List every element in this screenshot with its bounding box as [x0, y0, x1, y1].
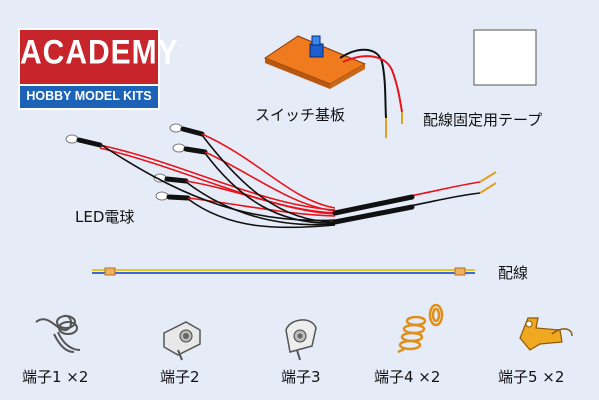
wire-label: 配線: [498, 264, 529, 282]
switch-board-label: スイッチ基板: [255, 106, 346, 124]
wire-illustration: [92, 267, 475, 276]
terminal3-label: 端子3: [281, 368, 321, 386]
terminal3-illustration: [285, 319, 317, 361]
terminal1-illustration: [35, 314, 81, 353]
terminal4-label: 端子4 ×2: [374, 368, 441, 386]
logo-subtitle: HOBBY MODEL KITS: [26, 89, 152, 103]
academy-logo: ACADEMY HOBBY MODEL KITS: [18, 28, 179, 110]
terminal2-label: 端子2: [160, 368, 200, 386]
led-label: LED電球: [75, 208, 135, 226]
terminal5-illustration: [519, 317, 573, 351]
terminal4-illustration: [397, 303, 444, 354]
tape-illustration: [473, 29, 537, 86]
terminal1-label: 端子1 ×2: [22, 368, 89, 386]
logo-blue-panel: HOBBY MODEL KITS: [18, 86, 160, 110]
terminal5-label: 端子5 ×2: [498, 368, 565, 386]
logo-red-panel: ACADEMY: [18, 28, 179, 86]
led-bulbs-illustration: [65, 123, 497, 229]
switch-board-illustration: [263, 35, 403, 138]
tape-label: 配線固定用テープ: [423, 111, 543, 129]
logo-title: ACADEMY: [20, 33, 179, 72]
terminal2-illustration: [163, 321, 201, 361]
